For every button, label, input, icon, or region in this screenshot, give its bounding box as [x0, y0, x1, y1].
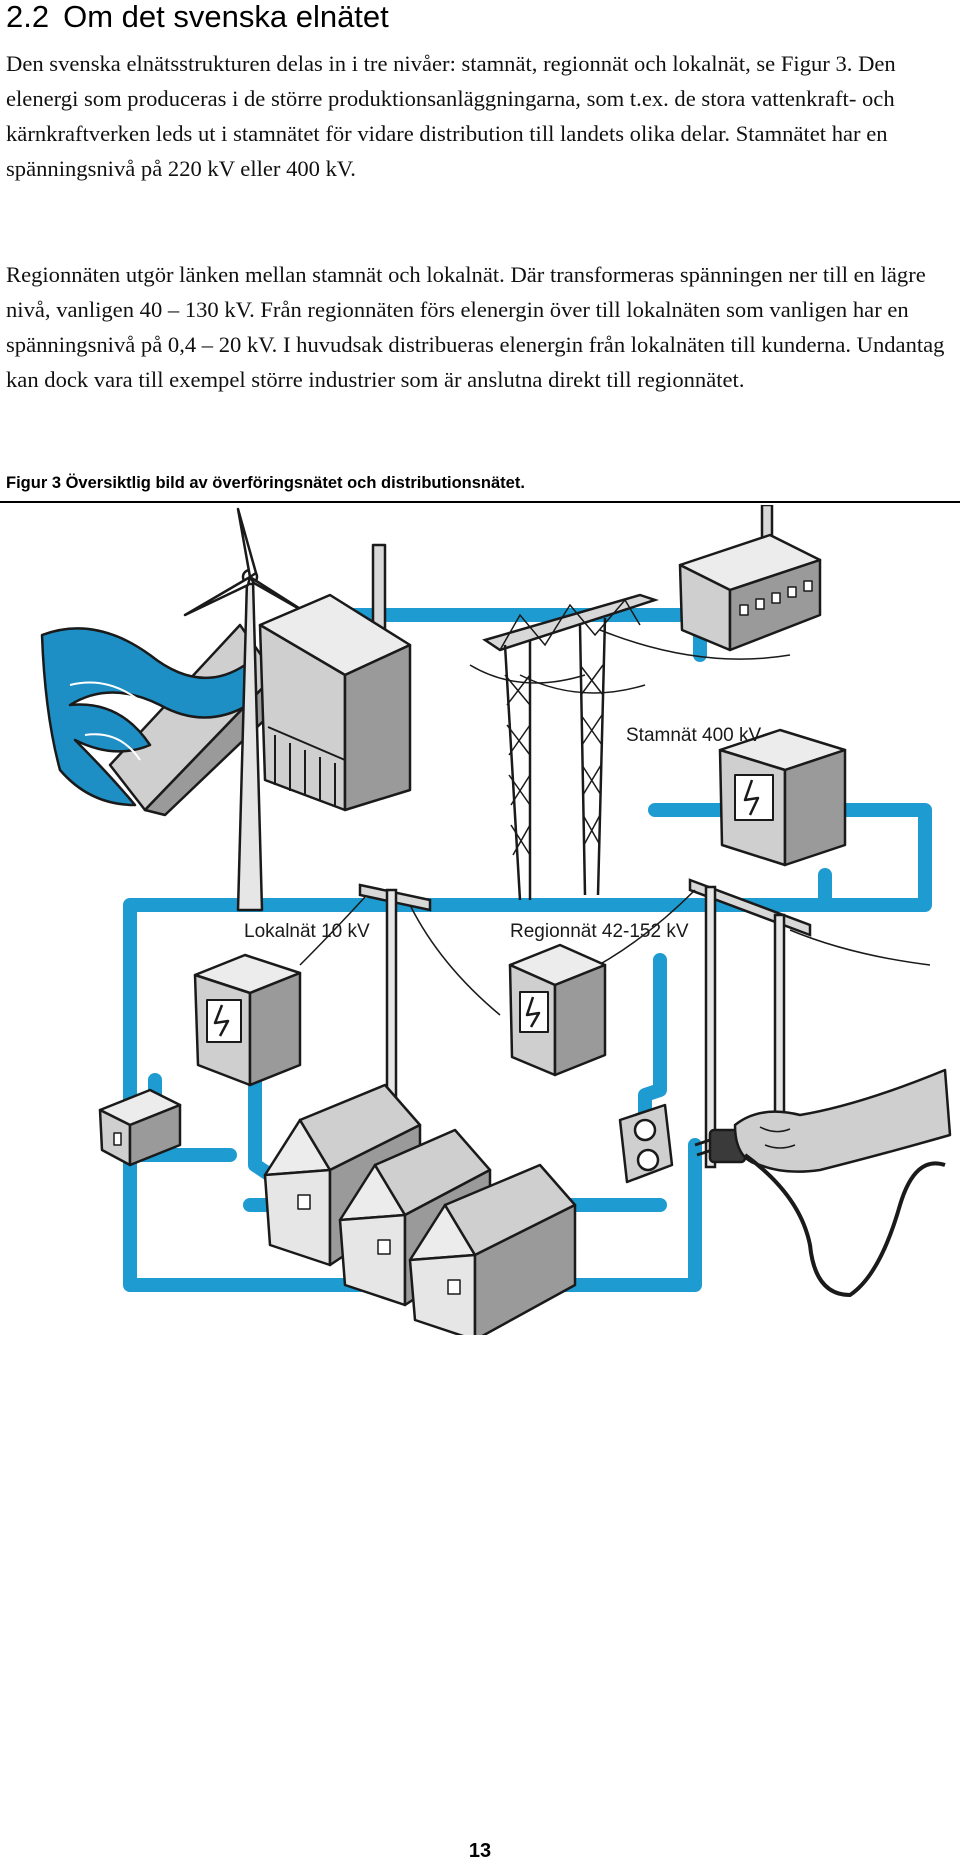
section-title: Om det svenska elnätet	[63, 0, 389, 34]
label-lokalnat: Lokalnät 10 kV	[244, 921, 370, 942]
section-heading: 2.2 Om det svenska elnätet	[6, 0, 389, 34]
section-number: 2.2	[6, 0, 50, 34]
page-number: 13	[468, 1840, 492, 1862]
transformer-icon	[193, 953, 302, 1087]
hydro-dam-icon	[40, 623, 277, 817]
pylon-icon	[469, 593, 791, 901]
house-icon	[408, 1163, 577, 1335]
power-plant-icon	[258, 543, 412, 812]
label-stamnat: Stamnät 400 kV	[626, 725, 762, 746]
electrical-cabinet-icon	[98, 1088, 182, 1167]
hand-icon	[733, 1068, 952, 1173]
body-paragraph-1: Den svenska elnätsstrukturen delas in i …	[6, 51, 896, 181]
transformer-icon	[508, 943, 607, 1077]
transformer-icon	[718, 728, 847, 867]
caption-divider	[0, 501, 960, 503]
wind-turbine-icon	[183, 507, 312, 912]
pylon-icon	[579, 878, 931, 1169]
label-regionnat: Regionnät 42-152 kV	[510, 921, 689, 942]
factory-icon	[678, 505, 822, 652]
wall-socket-icon	[618, 1103, 674, 1184]
figure-caption: Figur 3 Översiktlig bild av överföringsn…	[6, 474, 525, 492]
power-cord	[743, 1153, 946, 1298]
grid-overview-figure: Stamnät 400 kV Lokalnät 10 kV Regionnät …	[40, 505, 952, 1335]
body-paragraph-2: Regionnäten utgör länken mellan stamnät …	[6, 262, 945, 392]
